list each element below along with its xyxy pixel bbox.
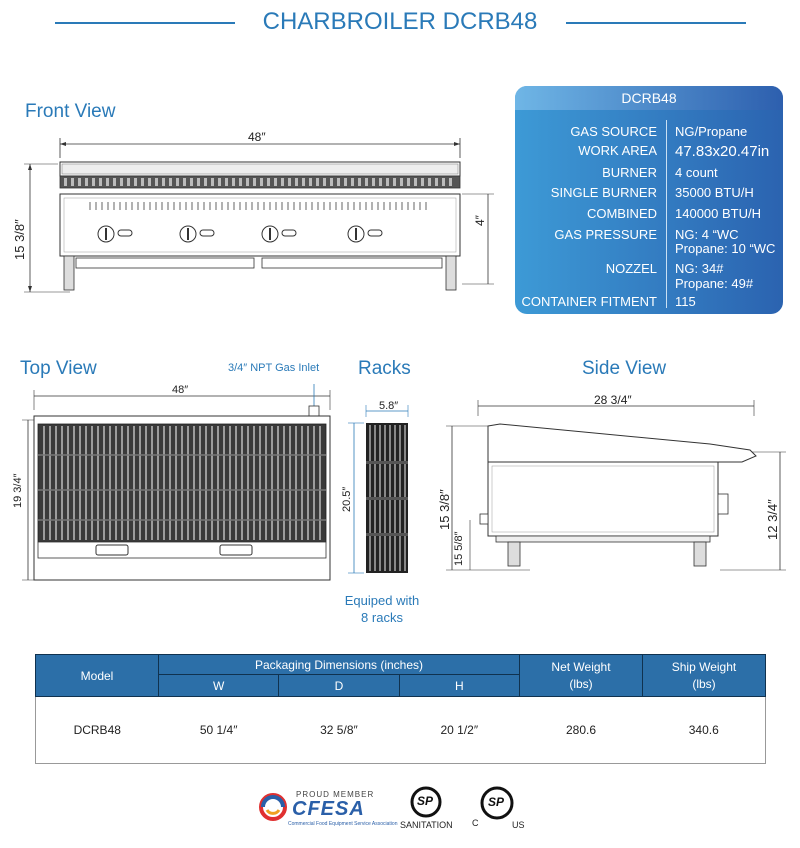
csa-c-text: C xyxy=(472,818,479,828)
spec-key: GAS PRESSURE xyxy=(554,227,657,242)
spec-key: COMBINED xyxy=(586,206,657,221)
rack-width-dim: 5.8″ xyxy=(379,400,399,412)
title-rule-left xyxy=(55,22,235,24)
th-net-unit: (lbs) xyxy=(569,676,593,691)
th-h: H xyxy=(398,674,521,697)
side-leg-dim: 15 5/8″ xyxy=(453,531,465,566)
side-view-drawing xyxy=(430,390,800,590)
front-height-dim: 15 3/8″ xyxy=(12,219,27,260)
th-d: D xyxy=(278,674,400,697)
spec-value: 35000 BTU/H xyxy=(675,185,754,200)
table-row: DCRB48 50 1/4″ 32 5/8″ 20 1/2″ 280.6 340… xyxy=(35,696,766,764)
spec-value: NG: 34# xyxy=(675,261,724,276)
th-packaging: Packaging Dimensions (inches) xyxy=(158,654,520,675)
top-width-dim: 48″ xyxy=(172,384,189,396)
csa-text: SP xyxy=(488,795,505,809)
cell-w: 50 1/4″ xyxy=(158,696,279,764)
th-model: Model xyxy=(35,654,159,697)
spec-box: DCRB48 GAS SOURCE NG/Propane WORK AREA 4… xyxy=(515,86,783,314)
spec-header: DCRB48 xyxy=(515,86,783,110)
racks-drawing xyxy=(340,395,420,580)
spec-key: GAS SOURCE xyxy=(570,124,657,139)
th-w: W xyxy=(157,674,280,697)
spec-value: NG/Propane xyxy=(675,124,748,139)
side-view-heading: Side View xyxy=(582,358,667,379)
spec-value: 4 count xyxy=(675,165,718,180)
cell-model: DCRB48 xyxy=(35,696,159,764)
spec-key: CONTAINER FITMENT xyxy=(521,294,657,309)
cell-h: 20 1/2″ xyxy=(399,696,520,764)
rack-note-line1: Equiped with xyxy=(344,593,420,608)
csa-us-text: US xyxy=(512,820,525,830)
spec-value-2: Propane: 10 “WC xyxy=(675,241,776,256)
th-net-weight: Net Weight (lbs) xyxy=(519,654,643,697)
cell-net-weight: 280.6 xyxy=(519,696,643,764)
cfesa-name: CFESA xyxy=(292,798,365,820)
spec-value-2: Propane: 49# xyxy=(675,276,754,291)
packaging-table: Model Packaging Dimensions (inches) Net … xyxy=(35,654,766,764)
cfesa-sub: Commercial Food Equipment Service Associ… xyxy=(288,821,398,827)
csa-mark-icon xyxy=(480,786,514,820)
spec-key: WORK AREA xyxy=(578,143,657,158)
top-view-heading: Top View xyxy=(20,358,97,379)
side-front-height-dim: 12 3/4″ xyxy=(765,499,780,540)
cfesa-swirl-icon xyxy=(259,793,287,821)
spec-value: 47.83x20.47in xyxy=(675,143,770,160)
cfesa-logo: PROUD MEMBER CFESA Commercial Food Equip… xyxy=(258,788,398,828)
cell-d: 32 5/8″ xyxy=(278,696,400,764)
front-view-drawing xyxy=(0,124,500,304)
csa-us-logo: SP C US xyxy=(470,786,530,832)
page-title: CHARBROILER DCRB48 xyxy=(262,8,538,35)
csa-sanitation-logo: SP SANITATION xyxy=(400,786,456,832)
title-rule-right xyxy=(566,22,746,24)
spec-divider xyxy=(666,120,667,308)
spec-key: SINGLE BURNER xyxy=(550,185,657,200)
rack-note-line2: 8 racks xyxy=(361,610,403,625)
rack-note: Equiped with 8 racks xyxy=(330,592,434,626)
front-view-heading: Front View xyxy=(25,101,116,122)
racks-heading: Racks xyxy=(358,358,411,379)
cfesa-proud: PROUD MEMBER xyxy=(296,790,375,799)
gas-inlet-label: 3/4″ NPT Gas Inlet xyxy=(228,362,320,374)
front-width-dim: 48″ xyxy=(248,130,266,144)
top-depth-dim: 19 3/4″ xyxy=(12,473,24,508)
spec-value: 115 xyxy=(675,294,696,309)
csa-sanitation-text: SANITATION xyxy=(400,820,453,830)
spec-value: 140000 BTU/H xyxy=(675,206,761,221)
front-4in-dim: 4″ xyxy=(473,215,487,226)
th-ship-weight: Ship Weight (lbs) xyxy=(642,654,766,697)
spec-key: BURNER xyxy=(602,165,657,180)
csa-mark-icon xyxy=(410,786,442,818)
spec-value: NG: 4 “WC xyxy=(675,227,739,242)
th-ship-label: Ship Weight xyxy=(671,659,737,674)
side-depth-dim: 28 3/4″ xyxy=(594,393,632,407)
th-ship-unit: (lbs) xyxy=(692,676,716,691)
top-view-drawing xyxy=(0,380,340,590)
cell-ship-weight: 340.6 xyxy=(642,696,766,764)
rack-length-dim: 20.5″ xyxy=(341,486,353,512)
spec-key: NOZZEL xyxy=(605,261,657,276)
csa-text: SP xyxy=(417,794,434,808)
side-height-dim: 15 3/8″ xyxy=(437,489,452,530)
th-net-label: Net Weight xyxy=(551,659,611,674)
